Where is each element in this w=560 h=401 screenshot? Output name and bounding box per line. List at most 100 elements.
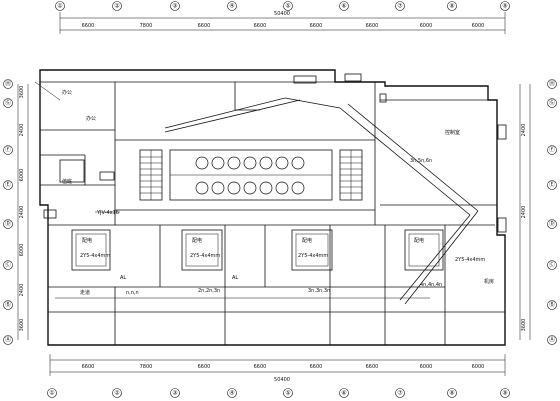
svg-text:Ⓗ: Ⓗ — [549, 80, 555, 88]
left-dim-5: 6000 — [19, 244, 25, 257]
axis-bubble-left-h: Ⓗ — [3, 79, 13, 89]
circuit-label-c: 3n,3n,3n — [308, 288, 330, 294]
svg-text:Ⓕ: Ⓕ — [5, 146, 11, 154]
top-dimension-chain: 50400 6600 7800 6600 6600 6600 6600 6000… — [59, 11, 506, 34]
bottom-dim-4: 6600 — [254, 364, 267, 370]
svg-text:Ⓖ: Ⓖ — [5, 99, 11, 107]
svg-text:Ⓓ: Ⓓ — [5, 220, 11, 228]
left-dim-1: 3600 — [19, 86, 25, 99]
room-label-d: 配电 — [414, 237, 424, 244]
axis-bubble-right-g: Ⓖ — [547, 98, 557, 108]
cable-label-2: 2Y5-4x4mm — [80, 253, 110, 259]
axis-bubble-right-b: Ⓑ — [547, 300, 557, 310]
svg-text:④: ④ — [229, 3, 234, 10]
axis-bubble-top-6: ⑥ — [339, 1, 349, 11]
axis-bubble-bottom-9: ⑨ — [500, 388, 510, 398]
bottom-dim-6: 6600 — [366, 364, 379, 370]
svg-text:Ⓖ: Ⓖ — [549, 99, 555, 107]
room-label-i: 值班 — [62, 178, 72, 185]
svg-text:⑤: ⑤ — [285, 390, 290, 397]
bottom-dim-1: 6600 — [82, 364, 95, 370]
svg-text:⑨: ⑨ — [502, 390, 507, 397]
left-dimension-chain: 3600 2400 6000 2400 6000 2400 3600 — [17, 84, 29, 340]
axis-bubble-bottom-7: ⑦ — [395, 388, 405, 398]
building-outline — [39, 69, 506, 346]
top-dim-4: 6600 — [254, 23, 267, 29]
svg-text:②: ② — [114, 390, 120, 397]
svg-text:Ⓒ: Ⓒ — [549, 261, 555, 269]
axis-bubble-top-3: ③ — [170, 1, 180, 11]
axis-bubble-top-9: ⑨ — [500, 1, 510, 11]
svg-text:①: ① — [57, 3, 62, 10]
circuit-label-a: 3n,5n,6n — [410, 158, 432, 164]
axis-bubble-left-a: Ⓐ — [3, 335, 13, 345]
axis-bubble-left-f: Ⓕ — [3, 145, 13, 155]
svg-text:Ⓐ: Ⓐ — [5, 336, 11, 344]
right-stair — [339, 149, 363, 201]
hall-circle-top-1 — [195, 156, 209, 170]
room-label-b: 配电 — [192, 237, 202, 244]
equipment-boxes — [43, 73, 507, 233]
right-dim-4: 2400 — [521, 206, 527, 219]
top-dim-8: 6000 — [472, 23, 485, 29]
cable-labels: YJV-4x16 2Y5-4x4mm 2Y5-4x4mm 2Y5-4x4mm 2… — [80, 158, 485, 296]
axis-bubble-top-7: ⑦ — [395, 1, 405, 11]
svg-text:⑨: ⑨ — [502, 3, 507, 10]
top-axis-bubbles: ① ② ③ ④ ⑤ ⑥ ⑦ ⑧ ⑨ — [55, 1, 510, 11]
hall-circle-top-4 — [243, 156, 257, 170]
svg-text:⑧: ⑧ — [449, 390, 454, 397]
hall-circle-top-6 — [275, 156, 289, 170]
cable-routes — [34, 81, 479, 305]
axis-bubble-top-5: ⑤ — [283, 1, 293, 11]
axis-bubble-bottom-1: ① — [47, 388, 57, 398]
circuit-label-e: n,n,n — [126, 290, 139, 296]
axis-bubble-right-f: Ⓕ — [547, 145, 557, 155]
axis-bubble-bottom-2: ② — [112, 388, 122, 398]
hall-circle-bottom-1 — [195, 181, 209, 195]
svg-text:Ⓗ: Ⓗ — [5, 80, 11, 88]
svg-text:⑦: ⑦ — [397, 390, 403, 397]
room-label-a: 配电 — [82, 237, 92, 244]
room-label-h: 走道 — [80, 289, 90, 296]
right-axis-bubbles: Ⓗ Ⓖ Ⓕ Ⓔ Ⓓ Ⓒ Ⓑ Ⓐ — [547, 79, 557, 345]
axis-bubble-top-8: ⑧ — [447, 1, 457, 11]
bottom-dim-5: 6600 — [310, 364, 323, 370]
hall-circle-bottom-2 — [211, 181, 225, 195]
cable-label-3: 2Y5-4x4mm — [190, 253, 220, 259]
axis-bubble-right-h: Ⓗ — [547, 79, 557, 89]
axis-bubble-right-c: Ⓒ — [547, 260, 557, 270]
axis-bubble-top-4: ④ — [227, 1, 237, 11]
axis-bubble-bottom-4: ④ — [227, 388, 237, 398]
right-dimension-chain: 2400 2400 3600 — [519, 84, 531, 340]
top-dim-7: 6000 — [420, 23, 433, 29]
top-dim-6: 6600 — [366, 23, 379, 29]
axis-bubble-bottom-3: ③ — [170, 388, 180, 398]
left-axis-bubbles: Ⓗ Ⓖ Ⓕ Ⓔ Ⓓ Ⓒ Ⓑ Ⓐ — [3, 79, 13, 345]
room-label-j: 机房 — [484, 278, 494, 285]
svg-text:⑥: ⑥ — [341, 390, 346, 397]
left-dim-3: 6000 — [19, 169, 25, 182]
svg-text:⑤: ⑤ — [285, 3, 290, 10]
room-label-f: 办公 — [86, 115, 96, 122]
axis-bubble-left-g: Ⓖ — [3, 98, 13, 108]
svg-text:④: ④ — [229, 390, 234, 397]
hall-circle-bottom-7 — [291, 181, 305, 195]
bottom-dim-2: 7800 — [140, 364, 153, 370]
top-dim-5: 6600 — [310, 23, 323, 29]
svg-text:②: ② — [114, 3, 120, 10]
svg-text:Ⓐ: Ⓐ — [549, 336, 555, 344]
axis-bubble-bottom-8: ⑧ — [447, 388, 457, 398]
central-hall — [169, 149, 333, 201]
left-stair — [139, 149, 163, 201]
svg-text:⑧: ⑧ — [449, 3, 454, 10]
hall-circle-top-2 — [211, 156, 225, 170]
svg-text:③: ③ — [172, 390, 177, 397]
right-dim-2: 2400 — [521, 124, 527, 137]
left-dim-2: 2400 — [19, 124, 25, 137]
axis-bubble-left-e: Ⓔ — [3, 180, 13, 190]
svg-text:①: ① — [49, 390, 54, 397]
left-dim-4: 2400 — [19, 206, 25, 219]
svg-text:⑦: ⑦ — [397, 3, 403, 10]
room-label-l: AL — [232, 275, 238, 281]
axis-bubble-bottom-6: ⑥ — [339, 388, 349, 398]
